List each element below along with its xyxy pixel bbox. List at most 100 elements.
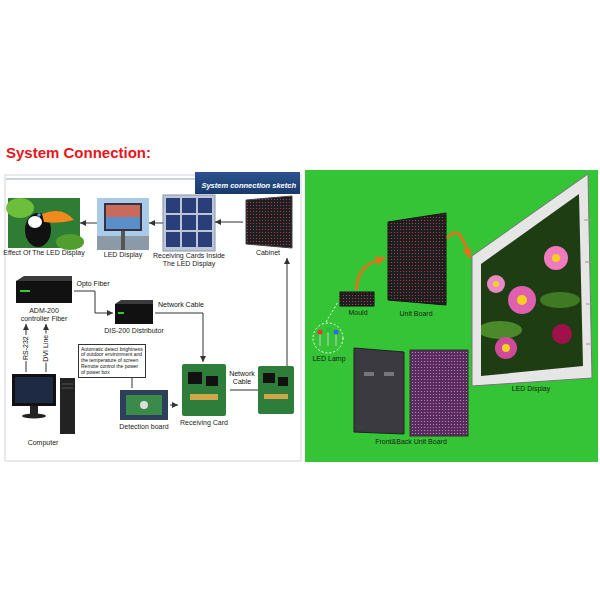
connector-arrow xyxy=(326,302,338,322)
computer-picture xyxy=(60,378,75,434)
led-display-picture xyxy=(508,286,536,314)
billboard-picture xyxy=(104,203,142,231)
toucan-photo xyxy=(37,213,41,217)
caption: LED Display xyxy=(95,251,151,259)
led-display-picture xyxy=(540,292,580,308)
led-display-picture xyxy=(472,174,592,386)
second-receiving-card-picture xyxy=(278,377,288,386)
led-lamp-picture xyxy=(318,330,323,335)
led-display-picture xyxy=(586,304,592,305)
caption: Effect Of The LED Display xyxy=(2,249,86,257)
adm-controller-box xyxy=(16,276,72,281)
detection-board-picture xyxy=(140,401,148,409)
toucan-photo xyxy=(6,198,34,218)
connector-arrow xyxy=(74,291,113,313)
computer-picture xyxy=(12,374,75,434)
left-panel-frame xyxy=(5,175,301,461)
receiving-card-picture xyxy=(206,376,218,386)
connector-arrow xyxy=(215,222,243,223)
led-display-picture xyxy=(544,246,568,270)
component-picture: LED Lamp xyxy=(310,322,348,364)
led-lamp-picture xyxy=(313,323,343,353)
detection-board-picture xyxy=(120,390,168,420)
receiving-cards-grid xyxy=(163,195,215,251)
detection-board-picture xyxy=(120,390,168,420)
adm-controller-box xyxy=(16,276,72,303)
cabinet-picture xyxy=(246,196,292,248)
computer-picture xyxy=(30,406,38,414)
connector-arrow xyxy=(149,223,163,224)
edge-label: DVI Line xyxy=(42,334,50,363)
component-picture: Mould xyxy=(338,290,378,318)
note-box: Automatic detect brightness of outdoor e… xyxy=(78,344,146,378)
dis-distributor-box xyxy=(115,300,153,304)
mould-picture xyxy=(340,292,374,306)
diagram-title: System Connection: xyxy=(6,144,151,161)
connector-arrow xyxy=(80,223,97,224)
computer-picture xyxy=(62,384,73,385)
toucan-photo xyxy=(42,211,74,223)
unit-board-picture xyxy=(388,213,446,305)
device-picture: LED Display xyxy=(97,198,149,260)
billboard-picture xyxy=(97,198,149,250)
led-lamp-picture xyxy=(334,330,339,335)
device-picture: DIS-200 Distributor xyxy=(113,300,155,336)
note-text: Automatic detect brightness of outdoor e… xyxy=(81,347,143,376)
billboard-picture xyxy=(106,217,140,229)
edge-label: RS-232 xyxy=(22,335,30,361)
dis-distributor-box xyxy=(115,300,153,324)
mould-picture xyxy=(340,292,374,306)
dis-distributor-box xyxy=(115,304,153,324)
receiving-cards-grid xyxy=(166,198,180,213)
green-panel xyxy=(305,170,598,462)
caption: Detection board xyxy=(114,423,174,431)
receiving-cards-grid xyxy=(163,195,215,251)
caption: Unit Board xyxy=(386,310,446,318)
caption: Cabinet xyxy=(243,249,293,257)
billboard-picture xyxy=(97,198,149,250)
led-display-picture xyxy=(495,337,517,359)
caption: ADM-200 controller Fiber xyxy=(14,307,74,324)
connector-arrow xyxy=(155,313,203,362)
device-picture: Receiving Card xyxy=(178,362,230,428)
led-display-picture xyxy=(552,324,572,344)
led-display-picture xyxy=(478,190,588,380)
led-display-picture xyxy=(586,344,592,345)
receiving-cards-grid xyxy=(182,215,196,230)
receiving-cards-grid xyxy=(166,215,180,230)
toucan-photo xyxy=(56,234,84,250)
toucan-photo xyxy=(6,198,84,250)
billboard-picture xyxy=(121,231,125,250)
receiving-card-picture xyxy=(182,364,226,416)
device-picture: Computer xyxy=(10,372,76,448)
component-picture: Front&Back Unit Board xyxy=(352,345,470,447)
led-display-picture xyxy=(517,295,527,305)
band-title: System connection sketch xyxy=(201,181,296,191)
computer-picture xyxy=(15,377,53,403)
second-receiving-card-picture xyxy=(258,366,294,414)
connector-arrow xyxy=(447,233,470,258)
front-back-board-picture xyxy=(354,348,468,436)
led-lamp-picture xyxy=(320,334,321,346)
caption: Receiving Cards Inside The LED Display xyxy=(151,252,227,269)
detection-board-picture xyxy=(126,395,162,415)
receiving-cards-grid xyxy=(182,198,196,213)
edge-label: Opto Fiber xyxy=(76,280,111,288)
unit-board-picture xyxy=(388,213,446,305)
receiving-cards-grid xyxy=(198,232,212,247)
led-display-picture xyxy=(502,344,510,352)
cabinet-picture xyxy=(246,196,292,248)
front-back-board-picture xyxy=(384,372,394,376)
header-band: System connection sketch xyxy=(195,172,300,194)
front-back-board-picture xyxy=(410,350,468,436)
led-display-picture xyxy=(584,220,592,221)
receiving-card-picture xyxy=(188,372,202,384)
led-display-picture xyxy=(552,254,560,262)
led-lamp-picture xyxy=(328,332,329,346)
led-display-picture xyxy=(472,174,592,386)
edge-label: Network Cable xyxy=(227,370,257,387)
